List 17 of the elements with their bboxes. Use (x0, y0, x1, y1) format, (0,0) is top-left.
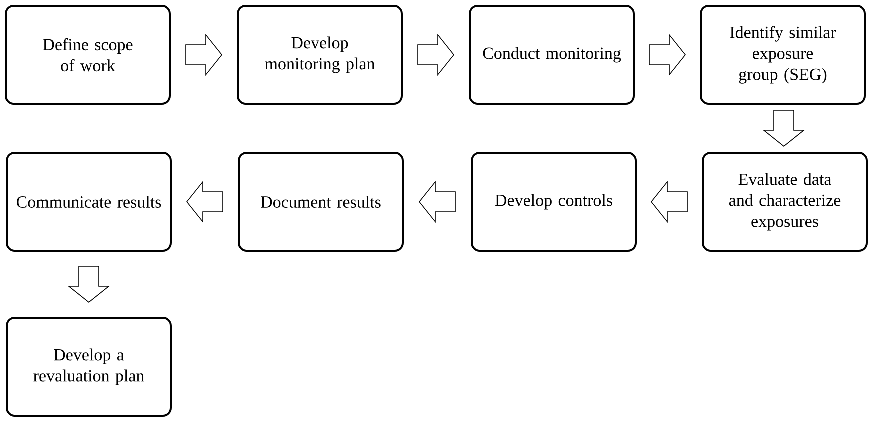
block-arrow (68, 266, 110, 304)
process-box: Communicate results (6, 152, 172, 252)
process-box: Define scope of work (5, 5, 171, 105)
process-box: Conduct monitoring (469, 5, 635, 105)
block-arrow (651, 180, 688, 224)
process-box: Document results (238, 152, 404, 252)
block-arrow (186, 180, 224, 224)
block-arrow (186, 34, 223, 76)
process-box: Evaluate data and characterize exposures (702, 152, 868, 252)
process-box: Identify similar exposure group (SEG) (700, 5, 866, 105)
block-arrow (762, 110, 806, 148)
process-box: Develop monitoring plan (237, 5, 403, 105)
process-box: Develop controls (471, 152, 637, 252)
block-arrow (649, 34, 686, 76)
block-arrow (419, 180, 456, 224)
block-arrow (418, 34, 455, 76)
process-box: Develop a revaluation plan (6, 317, 172, 417)
